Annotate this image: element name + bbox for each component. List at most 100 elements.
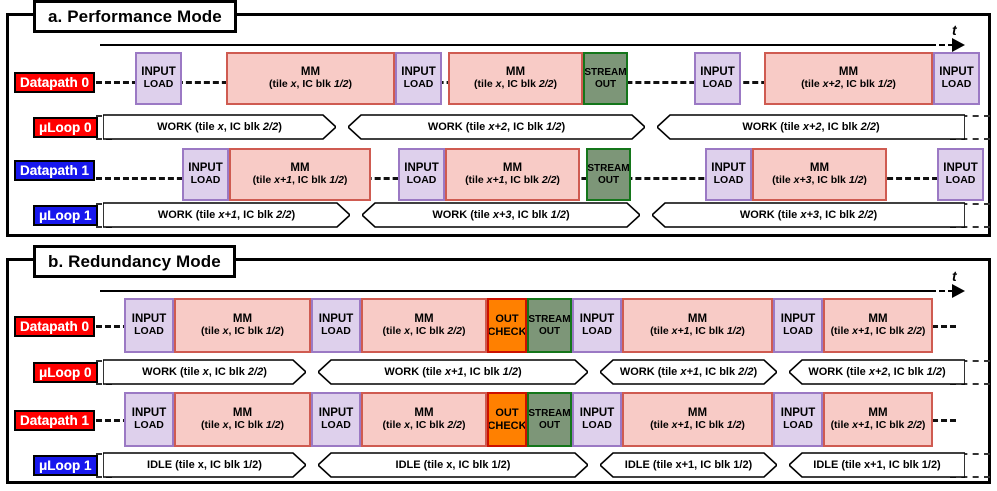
uloop-segment-label: WORK (tile x+1, IC blk 1/2) [384,366,522,378]
block-subtitle: LOAD [783,419,813,432]
uloop-segment-label: WORK (tile x+3, IC blk 2/2) [739,209,878,221]
uloop-1-a-tail-top [950,203,990,205]
block-title: MM [687,313,708,326]
uloop-segment: WORK (tile x+1, IC blk 2/2) [600,359,777,385]
uloop-segment: WORK (tile x+3, IC blk 1/2) [362,202,640,228]
block-subtitle: (tile x, IC blk 2/2) [474,78,557,91]
block-mm: MM(tile x, IC blk 1/2) [174,298,311,353]
block-title: MM [868,313,888,326]
block-title: MM [232,407,253,420]
uloop-0-a-tail-top [950,115,990,117]
block-title: MM [414,313,434,326]
block-title: STREAM [528,408,571,420]
uloop-segment-label: WORK (tile x+1, IC blk 2/2) [619,366,758,378]
block-subtitle: LOAD [713,174,744,187]
uloop-segment: WORK (tile x, IC blk 2/2) [103,359,306,385]
block-subtitle: OUT [597,174,620,186]
row-label-uloop-1-a: μLoop 1 [33,205,98,226]
block-subtitle: (tile x, IC blk 1/2) [269,78,352,91]
time-axis-dash-b [930,290,954,292]
block-mm: MM(tile x+2, IC blk 1/2) [764,52,933,105]
block-subtitle: LOAD [941,78,972,91]
panel-title-redundancy: b. Redundancy Mode [33,245,236,278]
row-label-uloop-0-b: μLoop 0 [33,362,98,383]
row-label-datapath-0-b: Datapath 0 [14,316,96,337]
time-axis-label-b: t [952,268,957,284]
block-title: INPUT [711,162,746,175]
block-title: INPUT [939,66,974,79]
block-subtitle: LOAD [945,174,976,187]
block-title: INPUT [131,407,167,420]
block-title: INPUT [579,313,615,326]
uloop-1-a: WORK (tile x+1, IC blk 2/2) WORK (tile x+… [0,202,997,228]
uloop-segment-label: WORK (tile x, IC blk 2/2) [157,121,282,133]
uloop-0-b-tail-top [950,360,990,362]
block-subtitle: (tile x+1, IC blk 1/2) [650,419,745,432]
block-title: INPUT [131,313,167,326]
block-subtitle: (tile x+2, IC blk 1/2) [801,78,896,91]
block-subtitle: (tile x+3, IC blk 1/2) [772,174,867,187]
uloop-1-b-tail-bot [950,476,990,478]
block-title: STREAM [528,314,571,326]
row-label-uloop-0-a: μLoop 0 [33,117,98,138]
block-title: INPUT [780,313,816,326]
block-title: MM [232,313,253,326]
row-label-datapath-1-b: Datapath 1 [14,410,96,431]
block-subtitle: LOAD [403,78,434,91]
uloop-segment-label: WORK (tile x+2, IC blk 2/2) [742,121,880,133]
block-subtitle: CHECK [487,325,527,338]
uloop-segment-label: WORK (tile x+2, IC blk 1/2) [427,121,566,133]
block-subtitle: LOAD [134,419,164,432]
block-subtitle: (tile x+1, IC blk 1/2) [252,174,348,187]
uloop-0-a-tail-bot [950,138,990,140]
uloop-segment-label: IDLE (tile x, IC blk 1/2) [147,459,262,471]
block-mm: MM(tile x+1, IC blk 2/2) [823,392,933,447]
block-title: INPUT [141,66,176,79]
block-subtitle: (tile x, IC blk 1/2) [201,325,284,338]
uloop-1-b: IDLE (tile x, IC blk 1/2)IDLE (tile x, I… [0,452,997,478]
uloop-segment: WORK (tile x+3, IC blk 2/2) [652,202,965,228]
block-title: MM [414,407,434,420]
time-axis-line-a [100,44,930,46]
block-subtitle: LOAD [321,325,351,338]
block-mm: MM(tile x, IC blk 2/2) [361,298,487,353]
block-title: MM [300,66,321,79]
uloop-segment: IDLE (tile x+1, IC blk 1/2) [600,452,777,478]
block-title: STREAM [587,163,630,175]
block-subtitle: CHECK [487,419,527,432]
block-mm: MM(tile x+1, IC blk 1/2) [229,148,371,201]
time-axis-dash-a [930,44,954,46]
block-subtitle: OUT [594,78,617,90]
uloop-0-a: WORK (tile x, IC blk 2/2) WORK (tile x+2,… [0,114,997,140]
block-title: MM [838,66,859,79]
block-subtitle: (tile x+1, IC blk 2/2) [465,174,560,187]
panel-title-performance: a. Performance Mode [33,0,237,33]
block-mm: MM(tile x, IC blk 1/2) [174,392,311,447]
block-mm: MM(tile x, IC blk 2/2) [448,52,583,105]
block-subtitle: LOAD [134,325,164,338]
block-mm: MM(tile x, IC blk 2/2) [361,392,487,447]
block-title: INPUT [401,66,436,79]
block-mm: MM(tile x+1, IC blk 2/2) [823,298,933,353]
block-subtitle: OUT [538,325,561,337]
block-title: INPUT [188,162,223,175]
uloop-segment: WORK (tile x+1, IC blk 2/2) [103,202,350,228]
block-title: INPUT [943,162,978,175]
block-title: MM [868,407,888,420]
uloop-segment: WORK (tile x+2, IC blk 1/2) [348,114,645,140]
